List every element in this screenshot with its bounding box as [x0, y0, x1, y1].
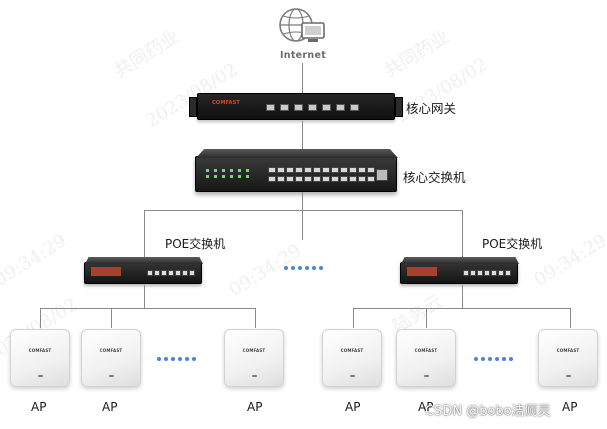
ap-brand: COMFAST [11, 348, 69, 353]
switch-port [313, 167, 321, 173]
link-poe-left-bus [40, 308, 256, 309]
access-point-6: COMFAST [538, 329, 598, 387]
more-aps-left-ellipsis [157, 357, 196, 361]
switch-port [304, 176, 312, 182]
ap-brand: COMFAST [82, 348, 140, 353]
ap-label-6: AP [562, 400, 577, 414]
switch-port [358, 167, 366, 173]
more-aps-right-ellipsis [474, 357, 513, 361]
uplink-port [376, 169, 388, 181]
link-core-middle [302, 210, 303, 240]
poe-switch-right-label: POE交换机 [482, 235, 542, 252]
ap-brand: COMFAST [539, 348, 597, 353]
core-switch-label: 核心交换机 [403, 167, 466, 186]
switch-led [246, 169, 249, 172]
switch-port [358, 176, 366, 182]
link-poe-left-trunk [144, 285, 145, 309]
switch-led [230, 169, 233, 172]
switch-port [277, 176, 285, 182]
link-core-trunk [302, 192, 303, 210]
gateway-brand: COMFAST [212, 100, 240, 106]
switch-port [340, 176, 348, 182]
switch-port [295, 176, 303, 182]
ap-label-3: AP [247, 400, 262, 414]
switch-port [295, 167, 303, 173]
switch-port [268, 167, 276, 173]
switch-port [268, 176, 276, 182]
switch-led [214, 169, 217, 172]
link-poe-right-trunk [462, 285, 463, 309]
link-poe-left-ap3 [255, 308, 256, 328]
watermark-company: 共同药业 [379, 23, 454, 83]
core-gateway-device: COMFAST [197, 93, 395, 120]
link-poe-right-ap1 [353, 308, 354, 328]
switch-port [367, 167, 375, 173]
access-point-1: COMFAST [10, 329, 70, 387]
switch-port [286, 176, 294, 182]
ap-label-1: AP [31, 400, 46, 414]
switch-led [222, 175, 225, 178]
switch-led [238, 175, 241, 178]
link-core-bus [144, 210, 462, 211]
switch-port [313, 176, 321, 182]
ap-label-2: AP [102, 400, 117, 414]
switch-port [277, 167, 285, 173]
csdn-credit: CSDN @bobo洁厕灵 [425, 400, 551, 419]
link-poe-right-ap2 [426, 308, 427, 328]
switch-led [238, 169, 241, 172]
gateway-label: 核心网关 [406, 98, 456, 117]
ap-brand: COMFAST [397, 348, 455, 353]
switch-port [304, 167, 312, 173]
access-point-4: COMFAST [322, 329, 382, 387]
switch-led [206, 169, 209, 172]
link-poe-left-ap1 [40, 308, 41, 328]
poe-switch-left-label: POE交换机 [165, 235, 225, 252]
link-gateway-core [302, 121, 303, 149]
core-switch-device [195, 156, 397, 192]
ap-brand: COMFAST [323, 348, 381, 353]
link-internet-gateway [302, 63, 303, 93]
switch-led [230, 175, 233, 178]
link-poe-right-bus [353, 308, 571, 309]
link-poe-left-ap2 [111, 308, 112, 328]
switch-led [222, 169, 225, 172]
ap-brand: COMFAST [225, 348, 283, 353]
switch-led [246, 175, 249, 178]
switch-port [331, 167, 339, 173]
switch-led [214, 175, 217, 178]
link-core-poe-left [144, 210, 145, 260]
poe-switch-left [84, 262, 202, 284]
switch-port [349, 176, 357, 182]
link-core-poe-right [462, 210, 463, 260]
access-point-3: COMFAST [224, 329, 284, 387]
watermark-company: 共同药业 [109, 23, 184, 83]
link-poe-right-ap3 [570, 308, 571, 328]
access-point-2: COMFAST [81, 329, 141, 387]
internet-label: Internet [270, 50, 336, 61]
ap-label-4: AP [345, 400, 360, 414]
more-switches-ellipsis [284, 266, 323, 270]
watermark-time: 09:34:29 [0, 230, 70, 291]
switch-led [206, 175, 209, 178]
switch-port [286, 167, 294, 173]
access-point-5: COMFAST [396, 329, 456, 387]
poe-switch-right [400, 262, 518, 284]
globe-computer-icon [270, 3, 336, 51]
switch-port [322, 176, 330, 182]
switch-port [322, 167, 330, 173]
switch-port [367, 176, 375, 182]
switch-port [340, 167, 348, 173]
switch-port [331, 176, 339, 182]
watermark-time: 09:34:29 [226, 240, 306, 301]
switch-port [349, 167, 357, 173]
